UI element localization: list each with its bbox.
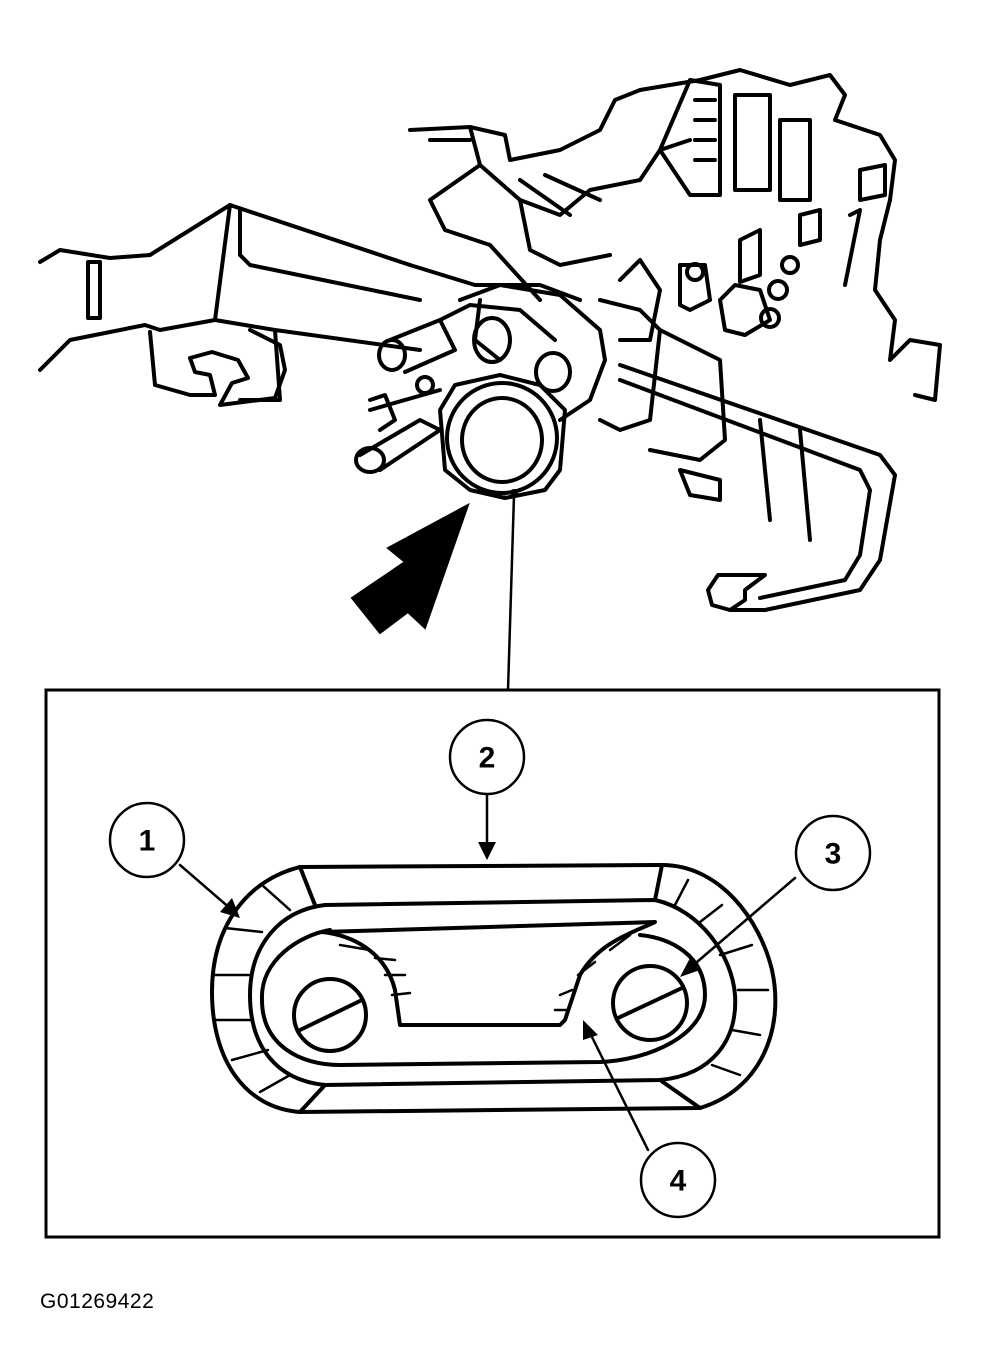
callout-3: 3 xyxy=(794,814,872,892)
column-assembly-illustration xyxy=(38,68,942,612)
detail-leader-line xyxy=(476,488,522,692)
callout-3-label: 3 xyxy=(825,838,842,871)
figure-id-label: G01269422 xyxy=(40,1290,155,1313)
lock-plate-detail xyxy=(210,863,778,1114)
direction-arrow-icon xyxy=(350,502,470,635)
detail-frame xyxy=(44,688,941,1239)
callout-2: 2 xyxy=(448,718,526,796)
callout-1: 1 xyxy=(108,801,186,879)
callout-1-label: 1 xyxy=(139,825,156,858)
callout-2-label: 2 xyxy=(479,742,496,775)
callout-leaders xyxy=(178,788,797,1152)
callout-4-label: 4 xyxy=(670,1165,687,1198)
callout-4: 4 xyxy=(639,1141,717,1219)
